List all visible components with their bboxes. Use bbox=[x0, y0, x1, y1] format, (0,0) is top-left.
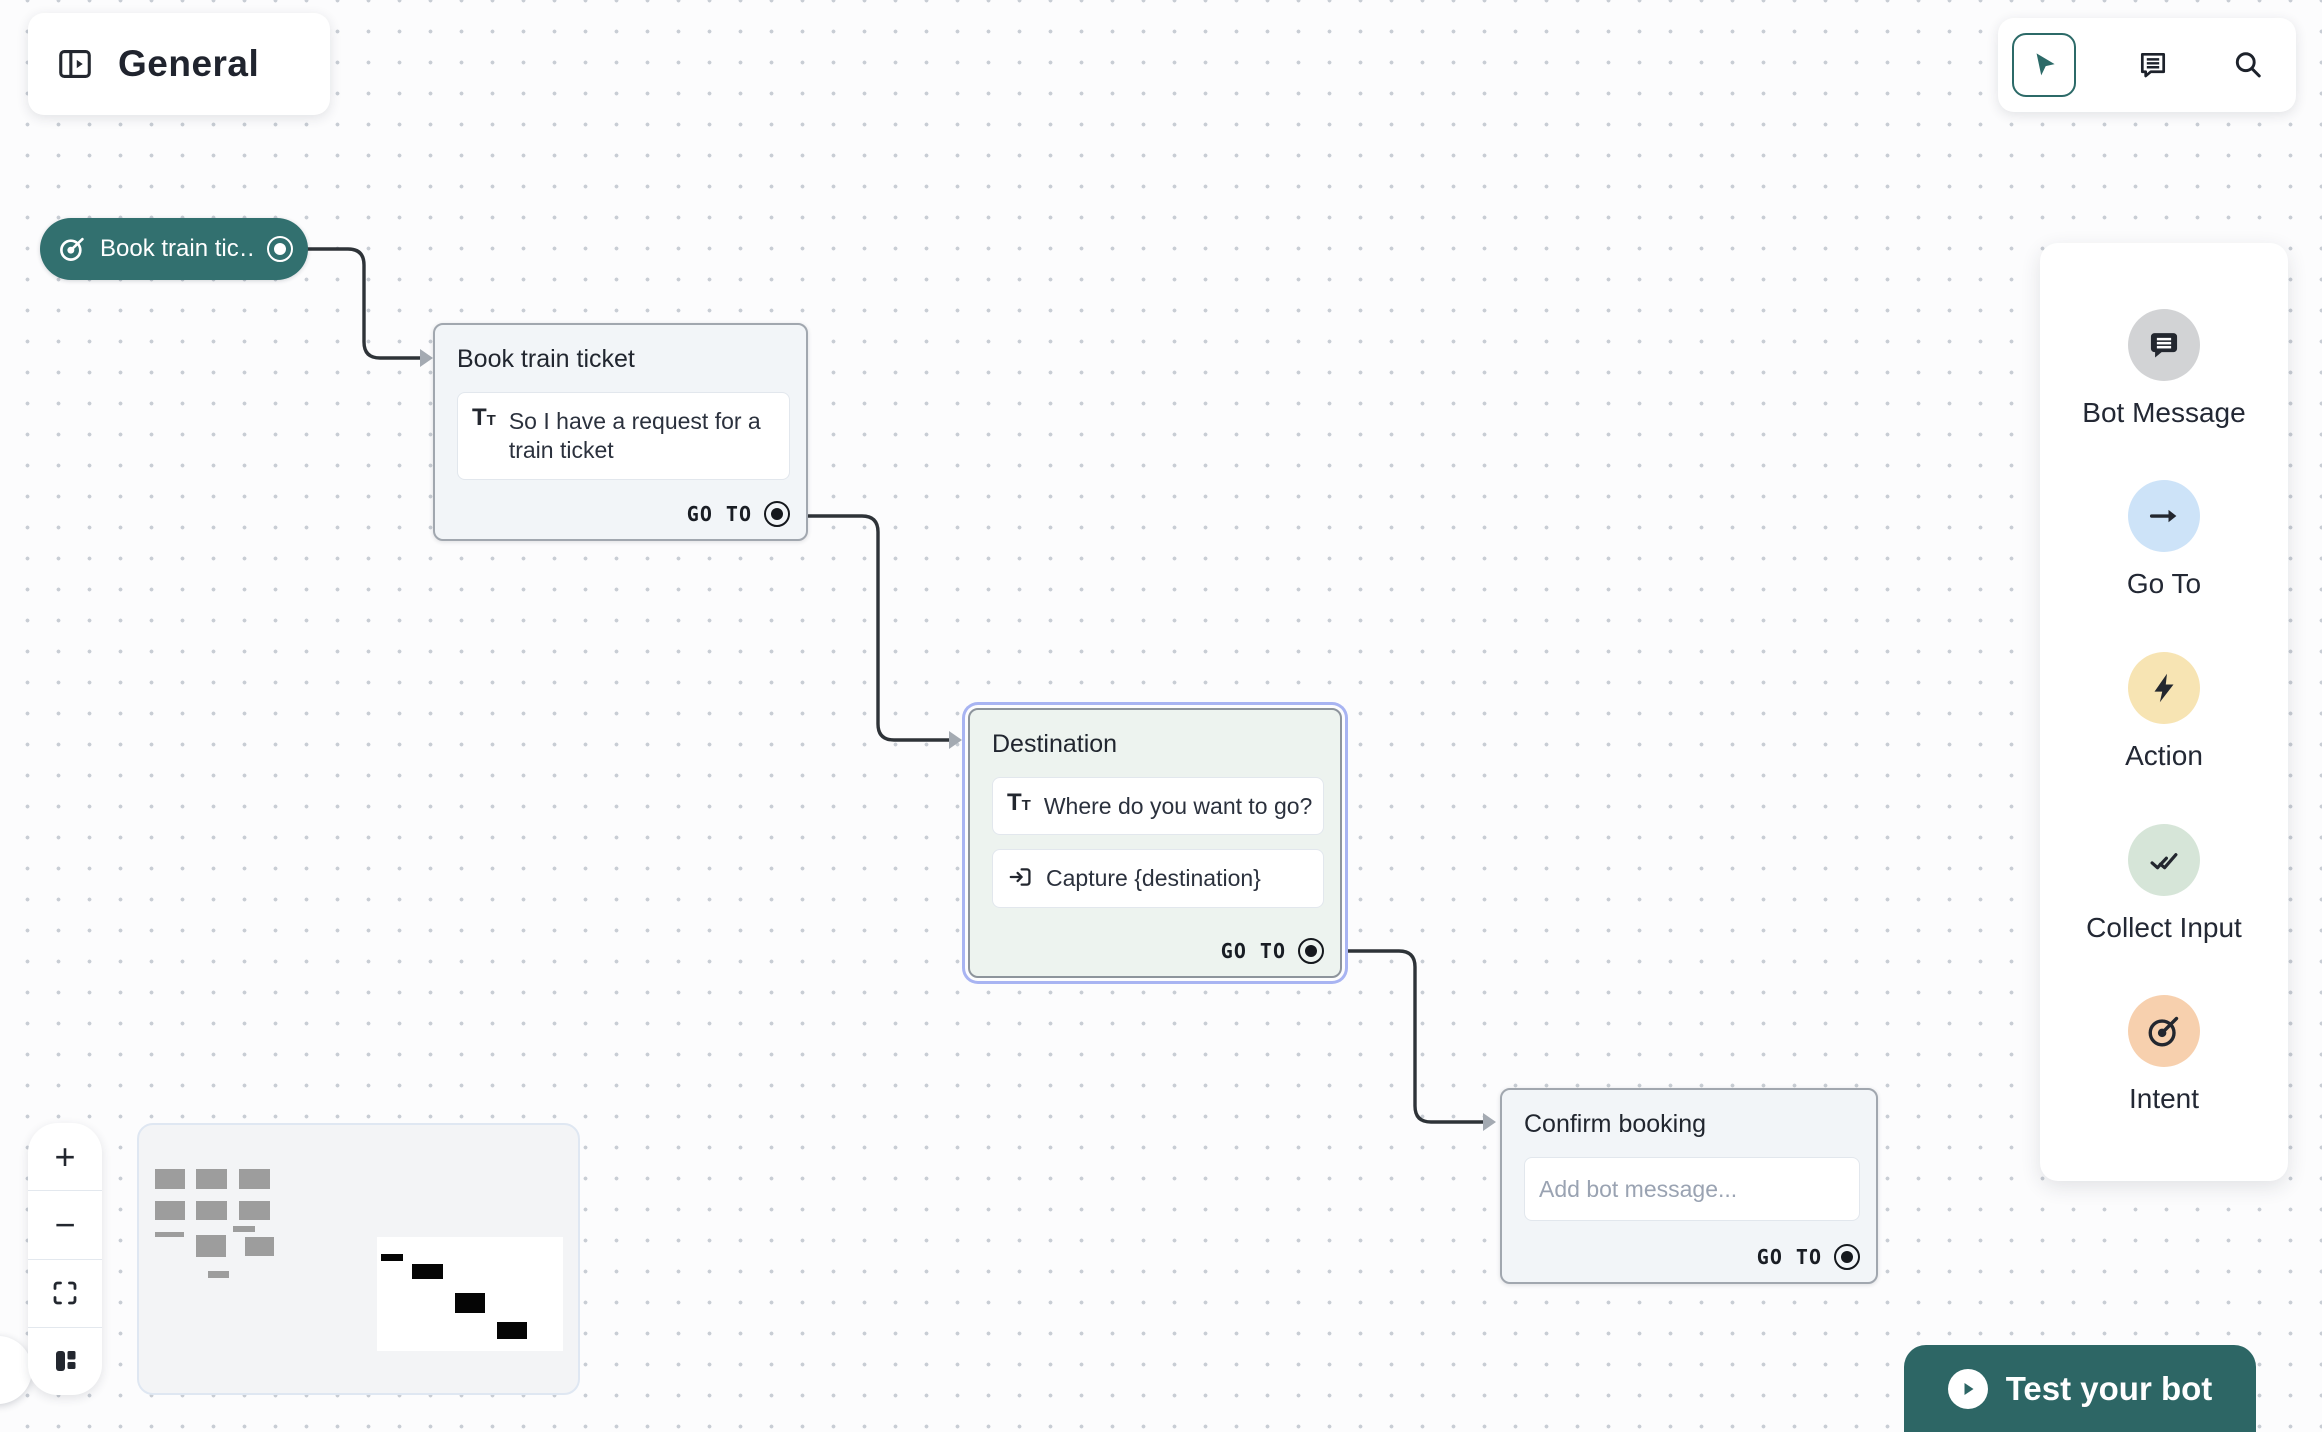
minimap-node bbox=[196, 1169, 227, 1189]
test-your-bot-label: Test your bot bbox=[2005, 1369, 2213, 1407]
minimap-node bbox=[196, 1201, 227, 1220]
palette-item-label: Action bbox=[2125, 739, 2203, 771]
minimap-node bbox=[239, 1169, 270, 1189]
layout-button[interactable] bbox=[28, 1326, 102, 1395]
intent-pill-book-train-ticket[interactable]: Book train tic… bbox=[40, 218, 308, 280]
minimap-viewport[interactable] bbox=[377, 1237, 563, 1351]
node-title: Confirm booking bbox=[1524, 1110, 1707, 1138]
go-to-port[interactable] bbox=[1298, 938, 1324, 964]
zoom-in-glyph: + bbox=[54, 1135, 76, 1177]
comment-icon bbox=[2140, 52, 2166, 78]
minimap-node-current bbox=[412, 1264, 443, 1279]
test-your-bot-button[interactable]: Test your bot bbox=[1904, 1345, 2256, 1432]
minimap[interactable] bbox=[137, 1123, 580, 1395]
minimap-node bbox=[155, 1169, 185, 1189]
text-icon: TT bbox=[1007, 789, 1031, 816]
go-to-label: GO TO bbox=[1756, 1245, 1822, 1269]
action-icon bbox=[2154, 673, 2174, 703]
intent-icon bbox=[2148, 1017, 2179, 1047]
step-text: Where do you want to go? bbox=[1043, 793, 1313, 819]
palette-item-action[interactable]: Action bbox=[2125, 651, 2203, 772]
arrowhead-node2 bbox=[949, 731, 962, 749]
block-palette: Bot Message Go To Action Collect Input bbox=[2040, 243, 2288, 1181]
minimap-node bbox=[208, 1271, 229, 1278]
go-to-label: GO TO bbox=[686, 502, 752, 526]
comment-tool-button[interactable] bbox=[2135, 47, 2171, 83]
intent-icon bbox=[57, 234, 87, 264]
layout-icon bbox=[56, 1351, 76, 1372]
canvas-toolbar bbox=[1998, 18, 2296, 112]
minimap-node bbox=[155, 1201, 185, 1220]
bot-message-step[interactable]: TT Where do you want to go? bbox=[992, 777, 1324, 836]
zoom-in-button[interactable]: + bbox=[28, 1123, 102, 1190]
minimap-node bbox=[233, 1226, 255, 1232]
fit-view-button[interactable] bbox=[28, 1258, 102, 1327]
flow-title: General bbox=[118, 43, 260, 84]
step-placeholder: Add bot message... bbox=[1539, 1176, 1738, 1202]
minimap-node bbox=[196, 1235, 226, 1257]
wire-intent-to-node1 bbox=[304, 247, 424, 360]
collect-input-icon bbox=[2150, 852, 2178, 869]
arrowhead-node3 bbox=[1483, 1113, 1496, 1131]
capture-icon bbox=[1007, 864, 1033, 890]
minimap-node-current bbox=[455, 1293, 485, 1313]
play-icon bbox=[1947, 1368, 1988, 1409]
zoom-controls: + − bbox=[28, 1123, 102, 1395]
select-tool-button[interactable] bbox=[2012, 33, 2076, 97]
palette-item-bot-message[interactable]: Bot Message bbox=[2082, 308, 2246, 429]
step-text: Capture {destination} bbox=[1046, 865, 1261, 892]
arrowhead-node1 bbox=[420, 349, 433, 367]
palette-item-intent[interactable]: Intent bbox=[2128, 995, 2200, 1115]
capture-step[interactable]: Capture {destination} bbox=[992, 849, 1324, 908]
minimap-node-current bbox=[381, 1254, 403, 1261]
flow-selector-chip[interactable]: General bbox=[28, 13, 330, 115]
palette-item-go-to[interactable]: Go To bbox=[2127, 480, 2201, 600]
fit-view-icon bbox=[53, 1281, 77, 1305]
step-text: So I have a request for a train ticket bbox=[508, 408, 761, 464]
flow-node-confirm-booking[interactable]: Confirm booking Add bot message... GO TO bbox=[1500, 1088, 1878, 1284]
go-to-port[interactable] bbox=[1834, 1244, 1860, 1270]
zoom-out-glyph: − bbox=[54, 1203, 76, 1245]
bot-message-icon bbox=[2150, 332, 2178, 358]
palette-item-collect-input[interactable]: Collect Input bbox=[2086, 823, 2242, 944]
flow-node-book-train-ticket[interactable]: Book train ticket TT So I have a request… bbox=[433, 323, 808, 541]
palette-item-label: Bot Message bbox=[2082, 396, 2246, 428]
minimap-node-current bbox=[497, 1322, 527, 1339]
go-to-icon bbox=[2149, 510, 2177, 523]
palette-item-label: Intent bbox=[2128, 1083, 2200, 1115]
empty-bot-message-step[interactable]: Add bot message... bbox=[1524, 1157, 1860, 1222]
search-tool-button[interactable] bbox=[2230, 47, 2266, 83]
node-title: Destination bbox=[992, 730, 1118, 758]
cursor-icon bbox=[2036, 53, 2055, 76]
zoom-out-button[interactable]: − bbox=[28, 1190, 102, 1258]
palette-item-label: Collect Input bbox=[2086, 911, 2242, 943]
minimap-node bbox=[239, 1201, 270, 1220]
search-icon bbox=[2235, 52, 2261, 78]
minimap-node bbox=[245, 1237, 274, 1256]
go-to-port[interactable] bbox=[764, 501, 790, 527]
flow-node-destination[interactable]: Destination TT Where do you want to go? … bbox=[968, 708, 1342, 978]
palette-item-label: Go To bbox=[2126, 568, 2202, 600]
minimap-node bbox=[155, 1232, 184, 1237]
intent-pill-label: Book train tic… bbox=[100, 235, 254, 262]
panel-toggle-icon[interactable] bbox=[56, 45, 94, 83]
text-icon: TT bbox=[472, 404, 496, 431]
bot-message-step[interactable]: TT So I have a request for a train ticke… bbox=[457, 392, 790, 480]
wire-node2-to-node3 bbox=[1334, 949, 1487, 1124]
wire-node1-to-node2 bbox=[798, 514, 953, 742]
go-to-label: GO TO bbox=[1220, 939, 1286, 963]
intent-output-port[interactable] bbox=[267, 236, 293, 262]
node-title: Book train ticket bbox=[457, 345, 635, 373]
